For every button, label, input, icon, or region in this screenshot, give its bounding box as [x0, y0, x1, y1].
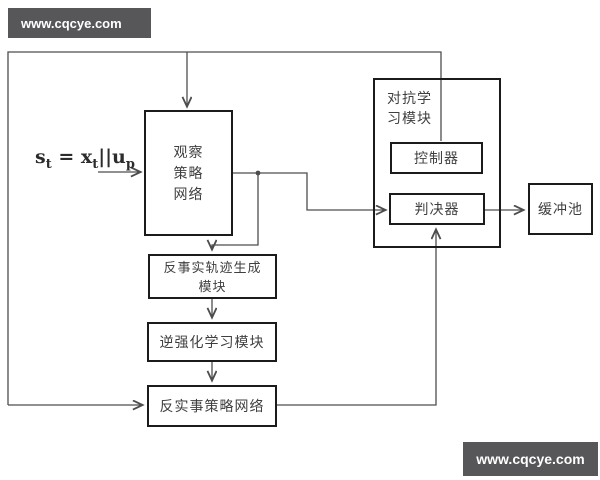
node-controller: 控制器	[390, 142, 483, 174]
node-counterfactual-policy-network: 反实事策略网络	[147, 385, 277, 427]
node-label: 控制器	[414, 150, 459, 166]
formula-concat-u: ||u	[98, 146, 126, 168]
junction-dot	[255, 170, 261, 176]
formula-s-subscript: t	[45, 156, 52, 172]
node-buffer-pool: 缓冲池	[528, 183, 593, 235]
node-counterfactual-trajectory-module: 反事实轨迹生成 模块	[148, 254, 277, 299]
node-discriminator: 判决器	[389, 193, 485, 225]
node-label-line: 网络	[173, 185, 204, 202]
node-label-line: 反事实轨迹生成	[163, 259, 262, 275]
watermark-top-left: www.cqcye.com	[8, 8, 151, 38]
node-label-line: 模块	[198, 278, 227, 294]
edge-cfpolicy-to-discriminator	[277, 230, 436, 406]
watermark-text: www.cqcye.com	[476, 451, 585, 467]
node-label: 反实事策略网络	[159, 398, 265, 414]
edge-observe-to-cftrajectory	[212, 173, 259, 249]
node-label-line: 习模块	[387, 110, 432, 126]
node-label-line: 观察	[173, 143, 204, 160]
formula-equals-x: = x	[51, 146, 93, 168]
node-label-line: 策略	[173, 164, 204, 181]
edge-top-loop	[7, 51, 442, 405]
node-label: 判决器	[414, 201, 460, 217]
watermark-bottom-right: www.cqcye.com	[463, 442, 598, 476]
node-adversarial-learning-module: 对抗学 习模块	[373, 78, 501, 248]
watermark-text: www.cqcye.com	[21, 15, 122, 31]
formula-x-subscript: t	[92, 156, 99, 172]
formula-u-subscript: p	[125, 156, 135, 172]
node-label: 逆强化学习模块	[159, 334, 265, 350]
node-observation-policy-network: 观察 策略 网络	[144, 110, 233, 236]
state-formula: st = xt||up	[35, 146, 135, 172]
node-inverse-rl-module: 逆强化学习模块	[147, 322, 277, 362]
node-label: 缓冲池	[538, 201, 583, 217]
node-label-line: 对抗学	[387, 90, 432, 106]
edge-observe-to-discriminator	[233, 172, 385, 210]
formula-s: s	[35, 146, 46, 168]
